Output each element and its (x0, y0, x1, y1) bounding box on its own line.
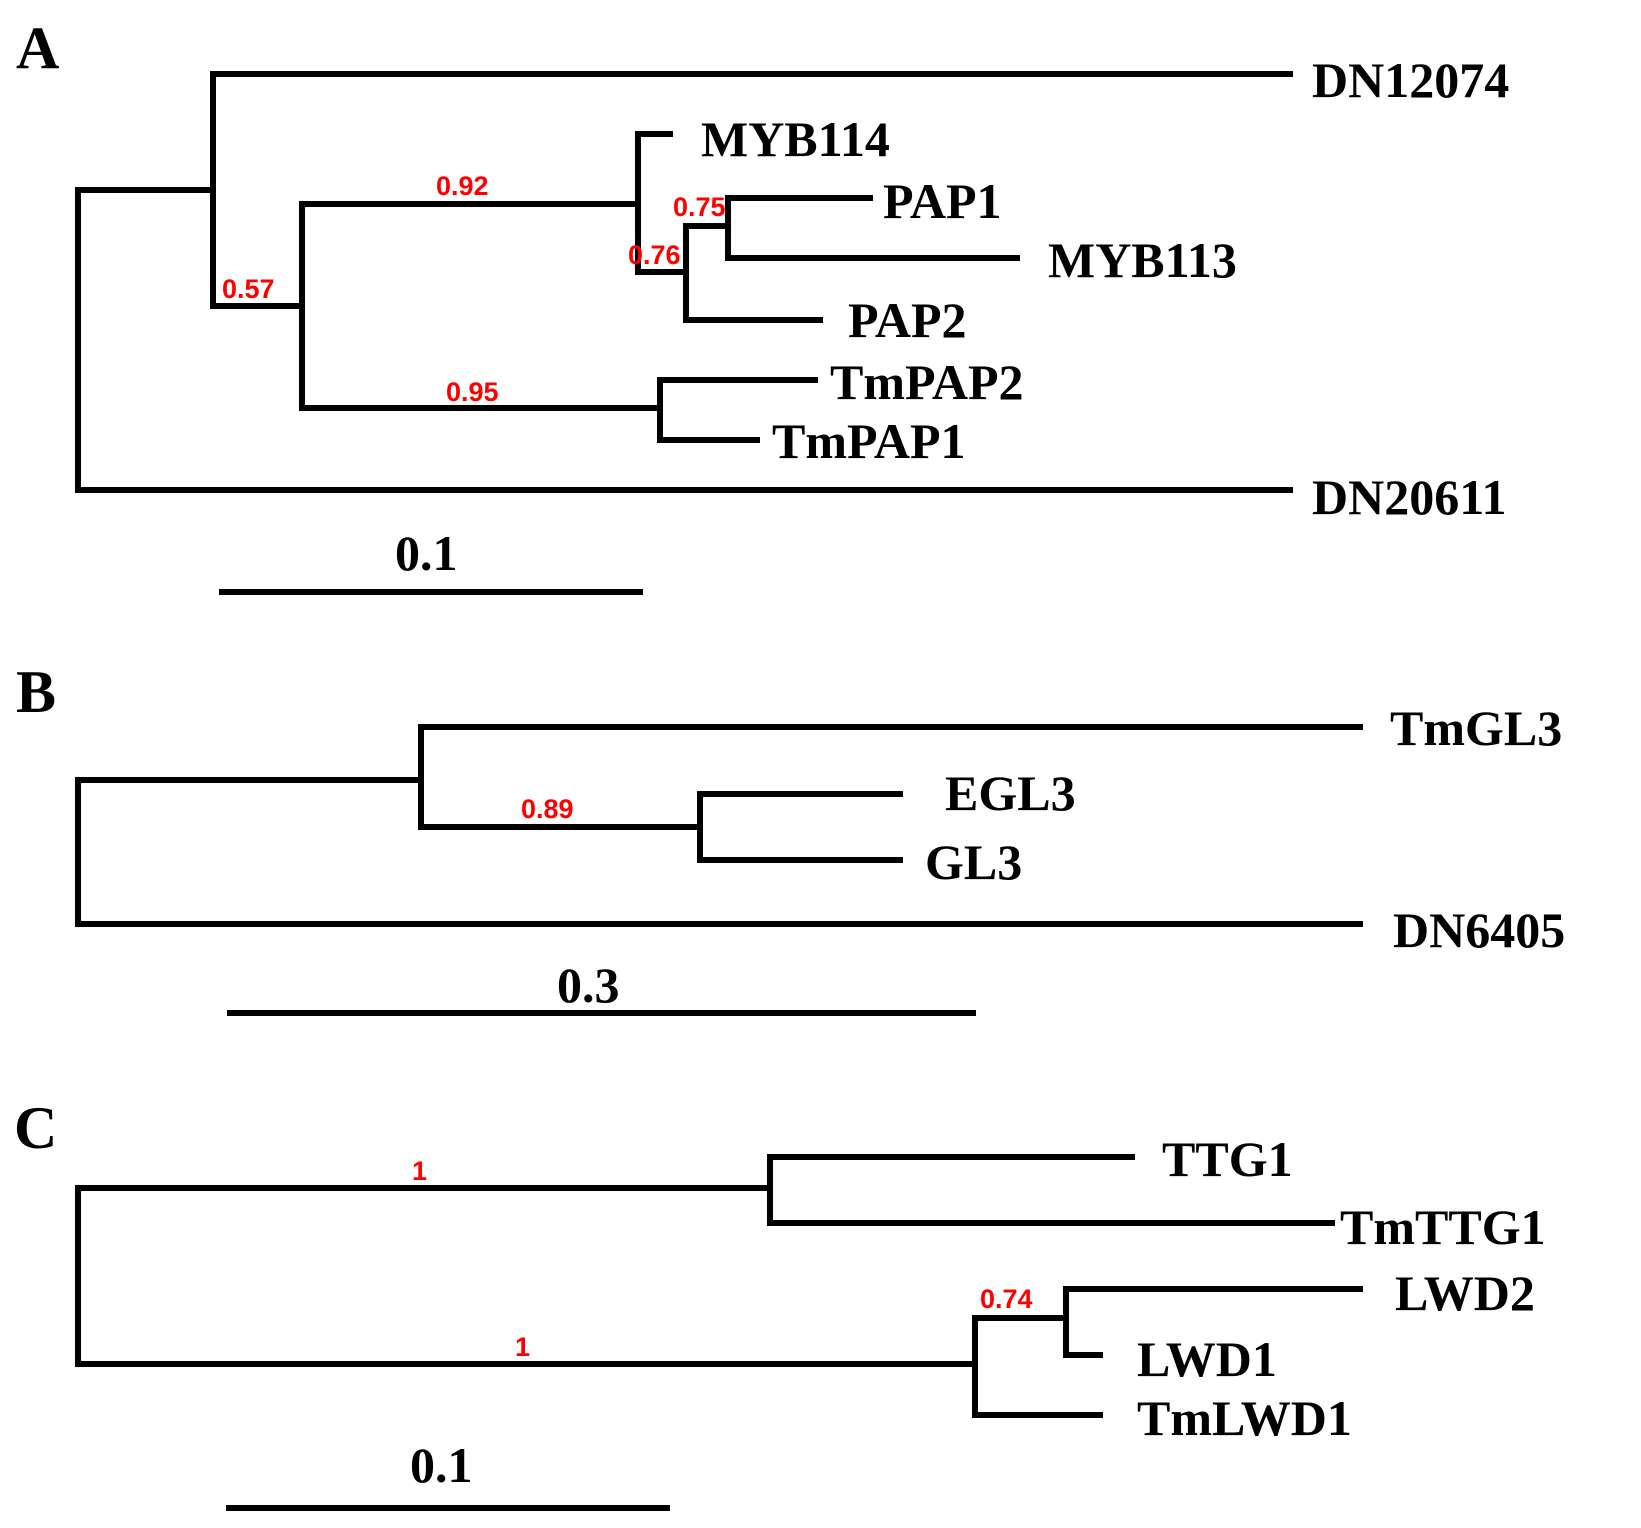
support-value: 0.57 (222, 274, 275, 304)
taxon-label-myb113: MYB113 (1048, 232, 1237, 288)
panel-a-scale-bar: 0.1 (219, 525, 643, 595)
support-value: 0.75 (673, 192, 726, 222)
panel-a-taxa: DN12074 MYB114 PAP1 MYB113 PAP2 TmPAP2 T… (701, 52, 1509, 525)
taxon-label-tmttg1: TmTTG1 (1340, 1199, 1546, 1255)
taxon-label-myb114: MYB114 (701, 111, 890, 167)
taxon-label-gl3: GL3 (925, 834, 1022, 890)
panel-c-branches (75, 1154, 1363, 1418)
support-value: 0.95 (446, 377, 499, 407)
taxon-label-tmlwd1: TmLWD1 (1137, 1390, 1352, 1446)
support-value: 1 (515, 1332, 530, 1362)
support-value: 0.74 (980, 1284, 1033, 1314)
panel-b-support-values: 0.89 (521, 794, 574, 824)
taxon-label-dn12074: DN12074 (1312, 52, 1509, 108)
panel-a-branches (75, 71, 1293, 493)
support-value: 0.92 (436, 171, 489, 201)
panel-c: C TTG1 TmTTG1 LWD2 LWD1 TmLWD1 1 1 0.74 (14, 1095, 1546, 1511)
panel-c-label: C (14, 1095, 57, 1161)
taxon-label-egl3: EGL3 (945, 765, 1076, 821)
panel-a: A (16, 15, 1509, 595)
taxon-label-tmpap2: TmPAP2 (830, 354, 1023, 410)
panel-b-scale-bar: 0.3 (227, 957, 976, 1016)
panel-b-label: B (16, 659, 56, 725)
panel-a-label: A (16, 15, 59, 81)
panel-c-scale-bar: 0.1 (226, 1437, 670, 1511)
panel-c-support-values: 1 1 0.74 (412, 1156, 1033, 1362)
panel-c-taxa: TTG1 TmTTG1 LWD2 LWD1 TmLWD1 (1137, 1131, 1546, 1446)
support-value: 1 (412, 1156, 427, 1186)
panel-b-taxa: TmGL3 EGL3 GL3 DN6405 (925, 700, 1565, 958)
panel-b-branches (75, 724, 1363, 927)
taxon-label-ttg1: TTG1 (1162, 1131, 1293, 1187)
taxon-label-lwd2: LWD2 (1395, 1265, 1535, 1321)
taxon-label-pap1: PAP1 (883, 173, 1001, 229)
support-value: 0.76 (628, 240, 681, 270)
taxon-label-dn20611: DN20611 (1312, 469, 1506, 525)
scale-bar-label: 0.3 (557, 957, 620, 1013)
panel-a-support-values: 0.92 0.75 0.76 0.57 0.95 (222, 171, 726, 407)
taxon-label-pap2: PAP2 (848, 292, 966, 348)
panel-b: B TmGL3 EGL3 GL3 DN6405 0.89 0.3 (16, 659, 1565, 1016)
scale-bar-label: 0.1 (395, 525, 458, 581)
taxon-label-tmgl3: TmGL3 (1390, 700, 1562, 756)
support-value: 0.89 (521, 794, 574, 824)
taxon-label-tmpap1: TmPAP1 (772, 413, 965, 469)
taxon-label-dn6405: DN6405 (1393, 902, 1565, 958)
scale-bar-label: 0.1 (410, 1437, 473, 1493)
taxon-label-lwd1: LWD1 (1137, 1331, 1277, 1387)
